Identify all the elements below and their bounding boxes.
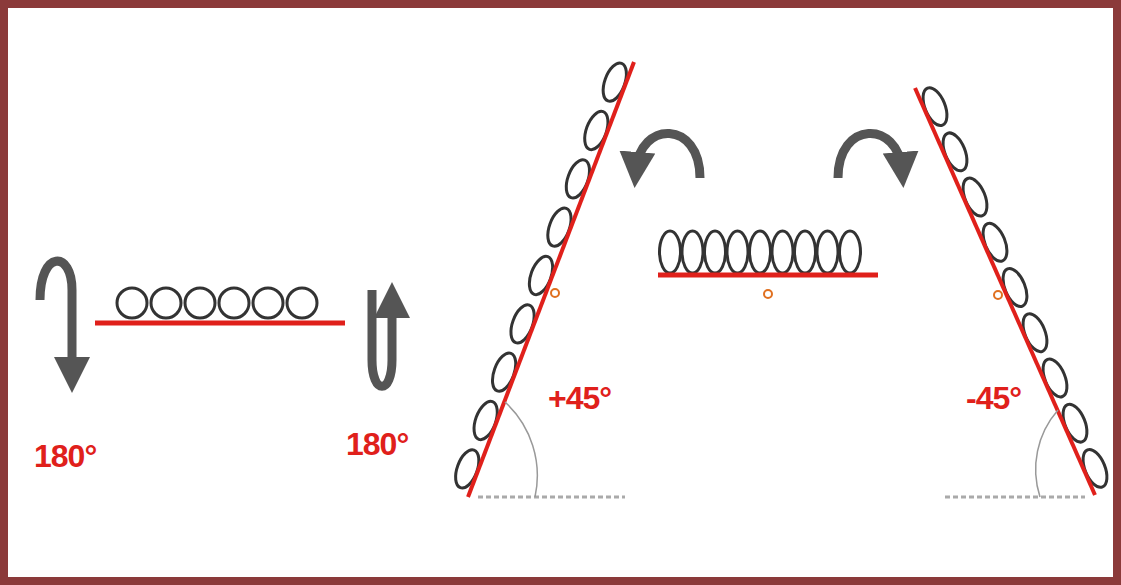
fibre-section bbox=[117, 288, 147, 318]
angle-arc bbox=[505, 402, 537, 497]
fibre-section bbox=[750, 231, 771, 273]
pivot-dot bbox=[764, 290, 772, 298]
rotation-arrow bbox=[40, 261, 72, 375]
fibre-section bbox=[219, 288, 249, 318]
angle-label: 180° bbox=[346, 428, 408, 460]
ply-line bbox=[915, 88, 1095, 495]
fibre-section bbox=[772, 231, 793, 273]
angle-label: +45° bbox=[548, 382, 611, 414]
baseline bbox=[945, 496, 1085, 499]
fibre-section bbox=[682, 231, 703, 273]
frame bbox=[4, 4, 1117, 581]
fibre-section bbox=[795, 231, 816, 273]
angle-label: 180° bbox=[34, 440, 96, 472]
fibre-sections bbox=[117, 60, 1112, 491]
fibre-section bbox=[660, 231, 681, 273]
fibre-section bbox=[185, 288, 215, 318]
fibre-section bbox=[727, 231, 748, 273]
rotation-arrow bbox=[838, 133, 902, 178]
fibre-section bbox=[287, 288, 317, 318]
pivot-dot bbox=[551, 289, 559, 297]
fibre-section bbox=[151, 288, 181, 318]
ply-line bbox=[95, 321, 345, 326]
fibre-section bbox=[253, 288, 283, 318]
angle-label: -45° bbox=[966, 382, 1021, 414]
rotation-arrow bbox=[372, 290, 392, 386]
rotation-arrow bbox=[636, 133, 700, 178]
angle-arc bbox=[1036, 410, 1058, 497]
ply-line bbox=[658, 273, 878, 278]
fibre-section bbox=[840, 231, 861, 273]
pivot-dot bbox=[994, 291, 1002, 299]
fibre-section bbox=[817, 231, 838, 273]
fibre-section bbox=[705, 231, 726, 273]
baseline bbox=[478, 496, 625, 499]
ply-line bbox=[468, 62, 634, 497]
